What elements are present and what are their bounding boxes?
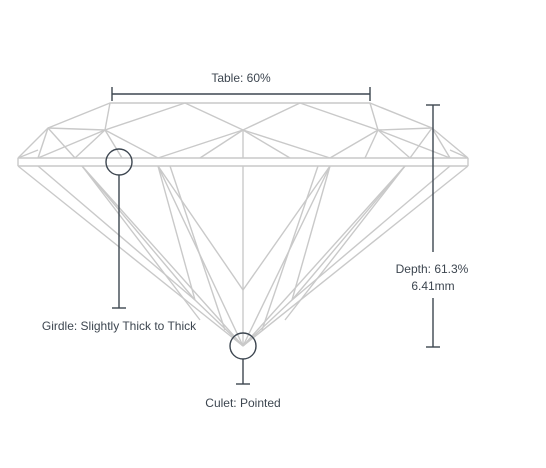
table-dimension	[111, 87, 371, 101]
table-label: Table: 60%	[211, 71, 271, 85]
depth-mm-label: 6.41mm	[411, 279, 454, 293]
crown-facets	[17, 102, 469, 159]
pavilion-facets	[37, 165, 451, 347]
culet-label: Culet: Pointed	[205, 396, 280, 410]
girdle-label: Girdle: Slightly Thick to Thick	[42, 319, 197, 333]
culet-callout	[229, 332, 257, 385]
depth-percent-label: Depth: 61.3%	[396, 262, 469, 276]
depth-dimension	[426, 104, 440, 348]
girdle-callout	[105, 148, 133, 309]
